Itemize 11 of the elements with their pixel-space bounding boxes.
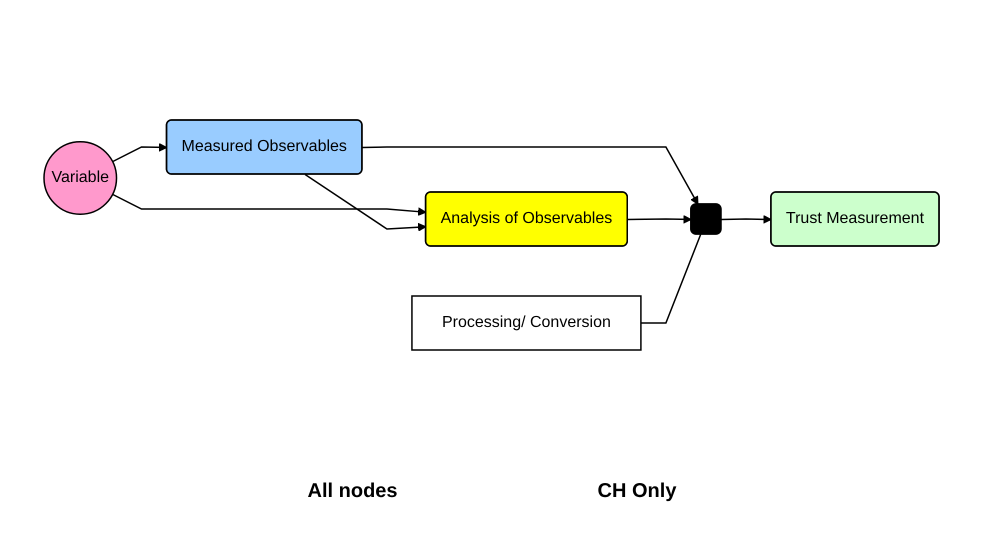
connector <box>641 234 702 324</box>
arrow <box>112 142 168 162</box>
arrow <box>112 194 427 216</box>
arrow <box>628 214 692 224</box>
node-box: Processing/ Conversion <box>412 295 642 351</box>
arrow <box>722 214 772 224</box>
node-circle: Variable <box>44 141 118 215</box>
group-label: CH Only <box>598 480 676 503</box>
arrow <box>362 146 699 205</box>
arrow <box>305 174 427 232</box>
group-label: All nodes <box>308 480 398 503</box>
